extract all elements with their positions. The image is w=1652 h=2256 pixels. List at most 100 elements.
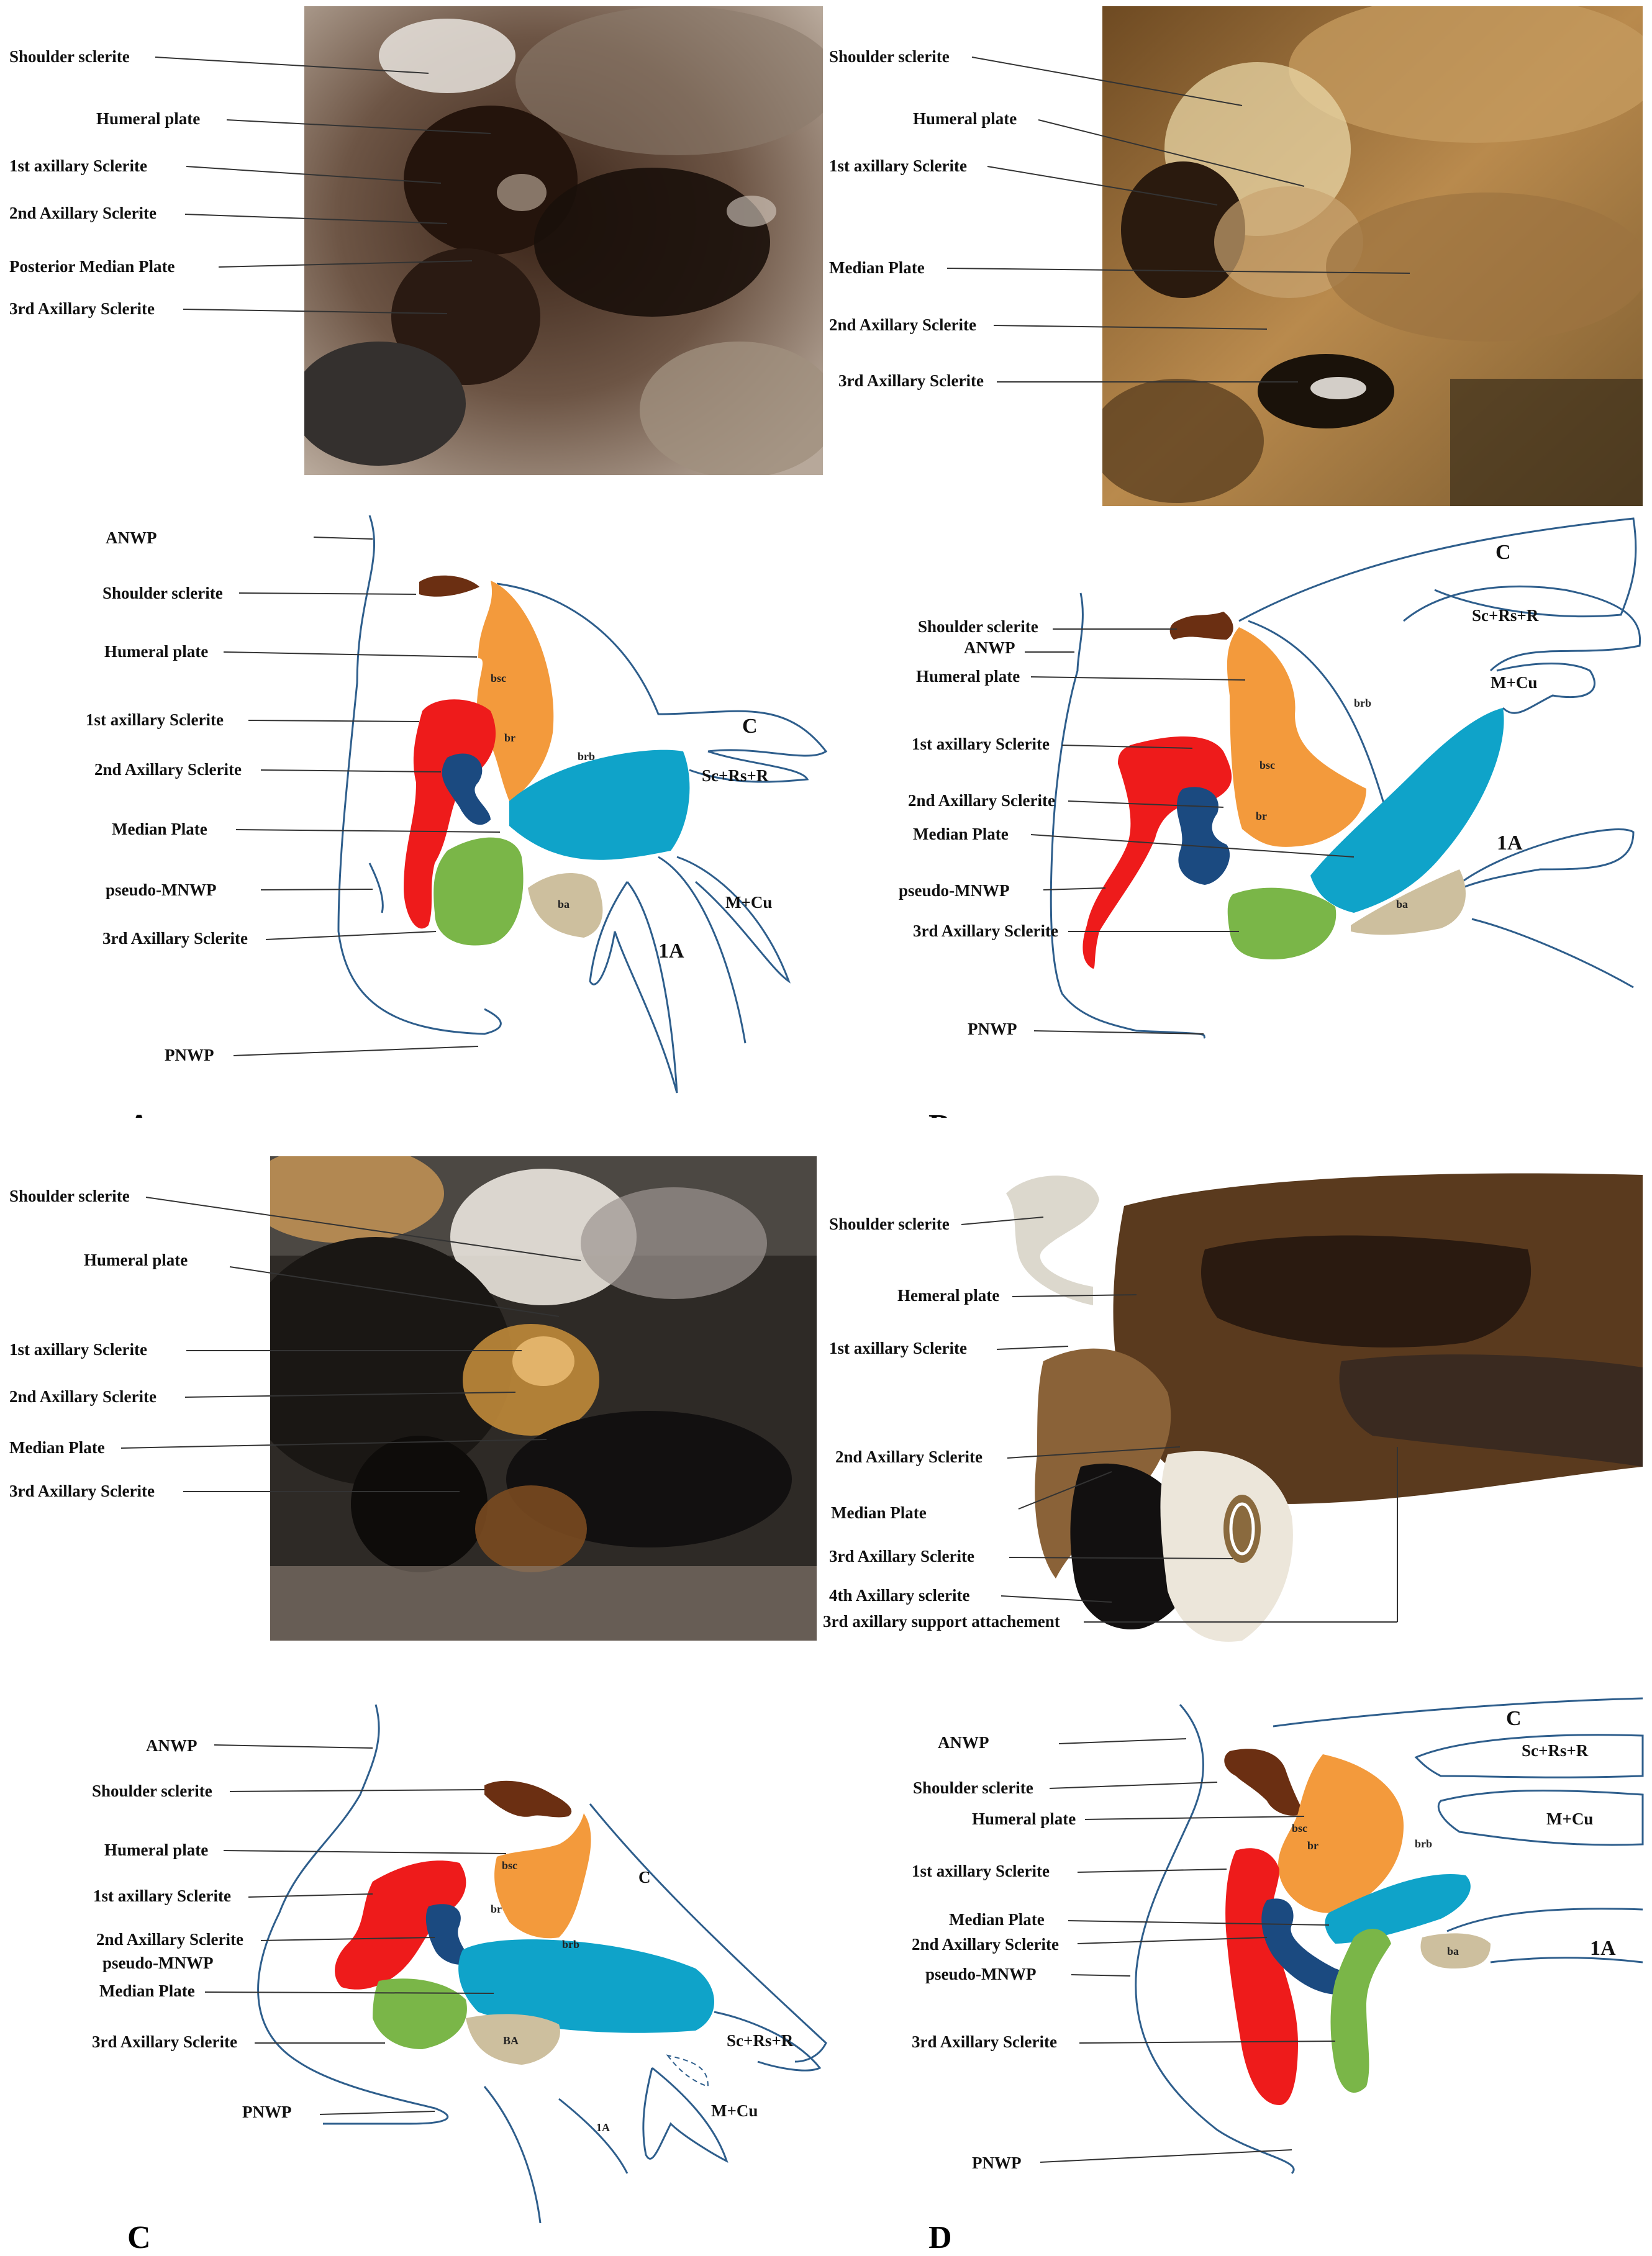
c-humeral-plate (494, 1813, 591, 1939)
d-part-bsc: bsc (1292, 1822, 1307, 1834)
d-diag-label-pseudo-mnwp: pseudo-MNWP (925, 1965, 1037, 1983)
b-part-bsc: bsc (1259, 759, 1275, 771)
panel-b-photo (1102, 6, 1643, 506)
c-vein-sc-rs-r: Sc+Rs+R (727, 2031, 794, 2050)
b-basalare (1351, 869, 1466, 935)
d-photo-label-1st-axillary: 1st axillary Sclerite (829, 1339, 967, 1357)
c-part-br: br (491, 1903, 502, 1915)
a-photo-label-shoulder: Shoulder sclerite (9, 47, 130, 66)
c-vein-m-cu: M+Cu (711, 2101, 758, 2120)
a-part-brb: brb (578, 750, 595, 763)
panel-a-overlay: Shoulder sclerite Humeral plate 1st axil… (9, 47, 828, 1118)
d-vein-m-cu: M+Cu (1546, 1810, 1593, 1828)
d-photo-label-hemeral: Hemeral plate (897, 1286, 999, 1305)
d-median-plate (1325, 1874, 1471, 1944)
b-photo-label-1st-axillary: 1st axillary Sclerite (829, 156, 967, 175)
b-diag-label-2nd-axillary: 2nd Axillary Sclerite (908, 791, 1055, 810)
a-median-plate (509, 750, 690, 860)
a-vein-1a: 1A (658, 940, 684, 963)
d-third-axillary (1330, 1929, 1391, 2093)
panel-a-letter: A (127, 1108, 151, 1118)
a-photo-label-humeral: Humeral plate (96, 109, 200, 128)
c-photo-label-2nd-axillary: 2nd Axillary Sclerite (9, 1387, 157, 1406)
a-diag-label-1st-axillary: 1st axillary Sclerite (86, 710, 224, 729)
d-diag-label-1st-axillary: 1st axillary Sclerite (912, 1862, 1050, 1880)
a-diag-label-humeral: Humeral plate (104, 642, 208, 661)
c-first-axillary (335, 1860, 466, 1990)
d-diag-label-pnwp: PNWP (972, 2154, 1021, 2172)
panel-d-letter: D (928, 2220, 952, 2255)
panel-b-photo-image (1102, 6, 1643, 506)
c-photo-label-shoulder: Shoulder sclerite (9, 1187, 130, 1205)
c-photo-label-humeral: Humeral plate (84, 1251, 188, 1269)
b-photo-label-3rd-axillary: 3rd Axillary Sclerite (838, 371, 984, 390)
a-shoulder-sclerite (419, 575, 479, 597)
c-diag-label-anwp: ANWP (146, 1736, 197, 1755)
c-diag-label-pnwp: PNWP (242, 2103, 291, 2121)
d-humeral-plate (1278, 1754, 1404, 1913)
c-shoulder-sclerite (484, 1780, 572, 1818)
a-photo-label-2nd-axillary: 2nd Axillary Sclerite (9, 204, 157, 222)
b-vein-m-cu: M+Cu (1491, 673, 1537, 692)
c-photo-label-1st-axillary: 1st axillary Sclerite (9, 1340, 147, 1359)
b-diag-label-pseudo-mnwp: pseudo-MNWP (899, 881, 1010, 900)
d-diag-label-shoulder: Shoulder sclerite (913, 1778, 1033, 1797)
b-diag-label-anwp: ANWP (964, 638, 1015, 657)
d-vein-1a: 1A (1590, 1937, 1616, 1960)
panel-c-photo-image (270, 1156, 817, 1641)
a-diag-label-median: Median Plate (112, 820, 207, 838)
a-photo-label-3rd-axillary: 3rd Axillary Sclerite (9, 299, 155, 318)
c-diag-label-2nd-axillary: 2nd Axillary Sclerite (96, 1930, 243, 1949)
c-part-brb: brb (562, 1938, 579, 1950)
c-vein-c: C (638, 1868, 651, 1887)
a-vein-c: C (742, 715, 758, 738)
a-vein-sc-rs-r: Sc+Rs+R (702, 766, 769, 785)
c-diag-label-3rd-axillary: 3rd Axillary Sclerite (92, 2032, 237, 2051)
b-part-br: br (1256, 810, 1267, 822)
d-part-br: br (1307, 1839, 1318, 1852)
a-part-br: br (504, 732, 515, 744)
a-part-bsc: bsc (491, 672, 506, 684)
c-diag-label-shoulder: Shoulder sclerite (92, 1782, 212, 1800)
b-photo-label-shoulder: Shoulder sclerite (829, 47, 950, 66)
b-median-plate (1310, 708, 1504, 913)
a-diag-label-3rd-axillary: 3rd Axillary Sclerite (102, 929, 248, 948)
b-vein-sc-rs-r: Sc+Rs+R (1472, 606, 1539, 625)
b-part-ba: ba (1396, 898, 1408, 910)
a-photo-label-posterior-median: Posterior Median Plate (9, 257, 175, 276)
d-photo-label-median: Median Plate (831, 1503, 927, 1522)
c-part-ba: BA (503, 2034, 519, 2047)
b-third-axillary (1227, 887, 1337, 959)
b-photo-label-median: Median Plate (829, 258, 925, 277)
panel-d-diagram: ANWP Shoulder sclerite Humeral plate 1st… (912, 1697, 1644, 2175)
a-photo-label-1st-axillary: 1st axillary Sclerite (9, 156, 147, 175)
a-vein-m-cu: M+Cu (725, 893, 772, 912)
a-diag-label-pseudo-mnwp: pseudo-MNWP (106, 881, 217, 899)
panel-a-photo (304, 6, 823, 475)
d-vein-sc-rs-r: Sc+Rs+R (1522, 1741, 1589, 1760)
c-median-plate (458, 1939, 714, 2033)
d-part-brb: brb (1415, 1837, 1432, 1850)
panel-a-diagram: ANWP Shoulder sclerite Humeral plate 1st… (86, 515, 828, 1094)
a-diag-label-2nd-axillary: 2nd Axillary Sclerite (94, 760, 242, 779)
b-diag-label-shoulder: Shoulder sclerite (918, 617, 1038, 636)
d-diag-label-anwp: ANWP (938, 1733, 989, 1752)
d-photo-label-3rd-support: 3rd axillary support attachement (823, 1612, 1060, 1631)
b-photo-label-2nd-axillary: 2nd Axillary Sclerite (829, 315, 976, 334)
panel-c-letter: C (127, 2220, 151, 2255)
b-shoulder-sclerite (1169, 612, 1233, 640)
d-diag-label-median: Median Plate (949, 1910, 1045, 1929)
d-photo-label-4th-axillary: 4th Axillary sclerite (829, 1586, 969, 1605)
panel-a-photo-image (304, 6, 823, 475)
d-photo-label-2nd-axillary: 2nd Axillary Sclerite (835, 1447, 983, 1466)
panel-d-photo (969, 1156, 1643, 1653)
panel-c-photo (270, 1156, 817, 1641)
a-basalare (528, 873, 603, 938)
c-diag-label-1st-axillary: 1st axillary Sclerite (93, 1887, 231, 1905)
d-diag-label-2nd-axillary: 2nd Axillary Sclerite (912, 1935, 1059, 1954)
c-diag-label-pseudo-mnwp: pseudo-MNWP (102, 1954, 214, 1972)
c-part-bsc: bsc (502, 1859, 517, 1872)
b-second-axillary (1177, 787, 1230, 885)
